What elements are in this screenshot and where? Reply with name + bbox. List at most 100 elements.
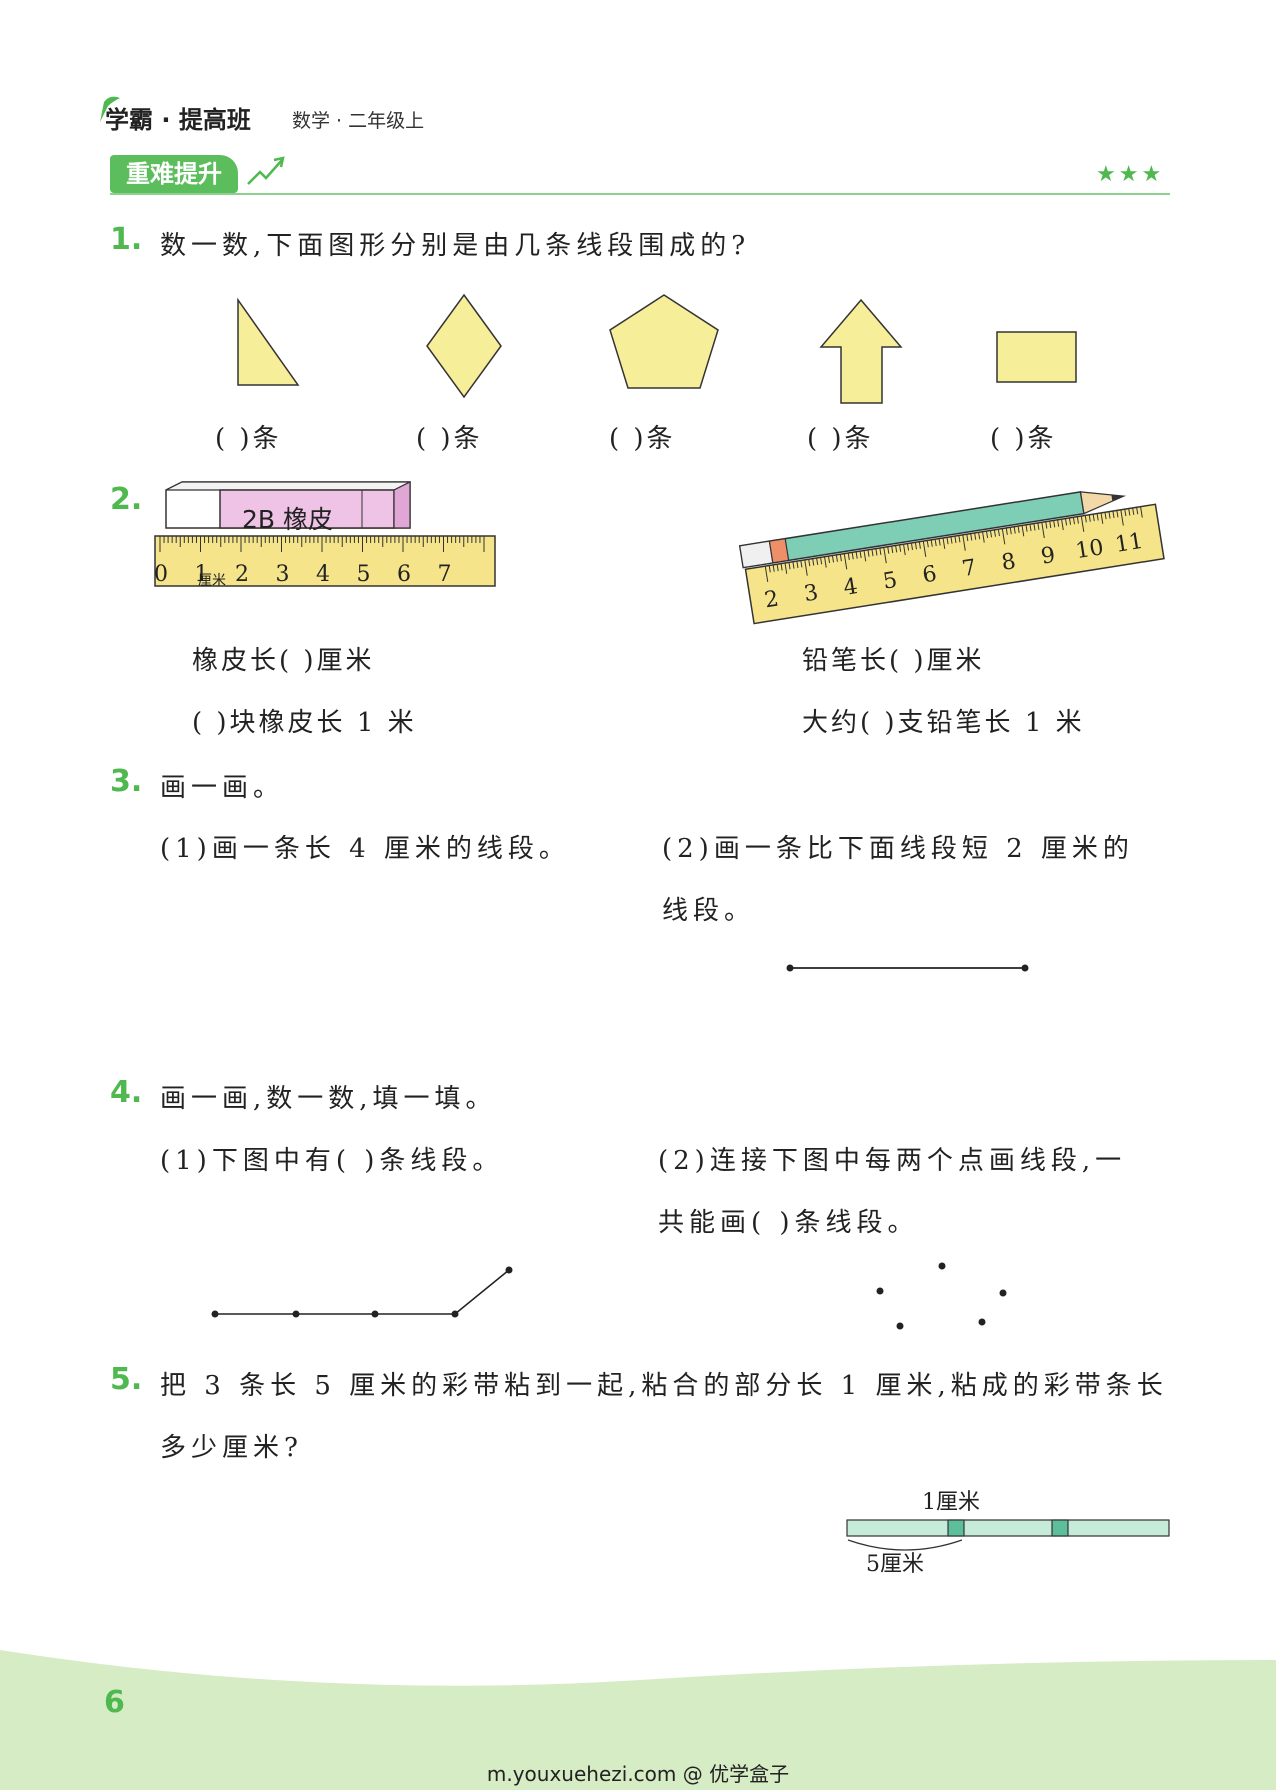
ruler2-tick [1057,519,1060,527]
ruler2-tick [831,555,834,563]
q4-sub2-line1: (2)连接下图中每两个点画线段,一 [658,1146,1127,1176]
ruler2-tick [982,531,985,543]
ruler2-tick [827,556,831,564]
arrow-shape [819,298,903,404]
ruler1-tick-marks [159,536,485,552]
q3-sub2-line1: (2)画一条比下面线段短 2 厘米的 [662,834,1134,864]
ruler2-tick [1088,514,1091,522]
ruler2-tick-label: 11 [1113,528,1145,558]
q3-sub1: (1)画一条长 4 厘米的线段。 [160,834,570,864]
ruler2-tick [978,532,981,540]
ruler2-tick [895,545,898,553]
section-tag: 重难提升 [110,155,238,193]
q1-blank-rhombus[interactable]: ( )条 [416,424,483,454]
q1-blank-triangle[interactable]: ( )条 [215,424,282,454]
ruler2-tick [843,553,848,570]
strip-length-label: 5厘米 [866,1552,924,1577]
ruler2-tick [910,542,914,550]
ruler2-tick [1068,517,1072,525]
ruler2-tick [954,535,957,544]
ruler1-tick-label: 0 [154,562,168,587]
ruler2-tick [914,542,917,550]
ruler1-tick-label: 1 [194,562,209,587]
ruler2-tick [938,538,941,546]
pencil-count-blank[interactable]: 大约( )支铅笔长 1 米 [802,708,1085,738]
ruler2-tick [859,551,862,559]
ruler2-tick [788,562,791,570]
ruler2-tick [847,552,850,560]
q5-line2: 多少厘米? [160,1433,303,1463]
ruler2-tick [764,566,769,582]
q3-number: 3. [110,764,143,799]
ruler1-tick-label: 2 [235,562,249,587]
ruler2-tick [946,537,949,545]
subject-title: 数学 · 二年级上 [292,110,425,132]
ruler2-tick [930,539,933,547]
ruler2-tick [1033,523,1036,531]
q1-blank-pentagon[interactable]: ( )条 [609,424,676,454]
q1-blank-arrow[interactable]: ( )条 [807,424,874,454]
pencil-length-blank[interactable]: 铅笔长( )厘米 [802,646,985,676]
q4-number: 4. [110,1075,143,1110]
ruler2-tick [950,536,953,544]
q4-polyline-figure [211,1266,513,1318]
q1-shapes [237,293,1077,404]
ruler2-tick [1140,506,1143,518]
ruler2-tick [989,530,993,538]
ruler2-tick [824,556,827,568]
ruler2-tick [922,540,927,557]
q3-text: 画一画。 [160,773,285,803]
ruler2-tick [1045,521,1048,529]
ruler2-tick [883,547,887,564]
ruler2-tick [839,554,842,562]
brand-title: 学霸 · 提高班 [105,106,251,134]
ruler2-tick [1100,512,1104,524]
ruler2-tick [985,530,989,539]
ribbon-strip-figure [846,1519,1170,1551]
ruler2-tick [887,546,890,554]
ruler2-tick [1061,519,1064,531]
eraser-label: 2B 橡皮 [242,505,334,534]
rectangle-shape [996,331,1077,383]
ruler2-tick [820,557,823,565]
ruler2-tick-label: 10 [1073,535,1106,565]
ruler2-tick [934,539,937,547]
ruler2-tick [997,529,1000,537]
ruler2-tick [772,564,775,572]
ruler2-tick [792,561,795,569]
rhombus-shape [426,293,502,399]
header-divider [110,193,1170,195]
ruler2-tick [1013,526,1016,534]
q2-number: 2. [110,482,143,517]
ruler2-tick [796,561,799,569]
ruler2-tick [1120,509,1124,526]
q1-blank-rectangle[interactable]: ( )条 [990,424,1057,454]
eraser-length-blank[interactable]: 橡皮长( )厘米 [192,646,375,676]
ruler1-tick-label: 6 [397,562,411,587]
ruler2-tick [867,549,870,557]
ruler2-tick [1084,515,1087,523]
ruler2-tick-marks [764,506,1143,582]
ruler2-tick [1076,516,1079,524]
eraser-count-blank[interactable]: ( )块橡皮长 1 米 [192,708,417,738]
triangle-shape [237,297,300,386]
ruler2-tick [804,559,808,576]
ruler2-tick [1025,524,1028,532]
ruler2-tick [800,560,803,568]
q5-number: 5. [110,1362,143,1397]
ruler2-tick [1124,509,1127,517]
ruler2-tick [808,559,811,567]
page-number: 6 [104,1685,125,1720]
q4-sub2-line2: 共能画( )条线段。 [658,1208,919,1238]
q5-line1: 把 3 条长 5 厘米的彩带粘到一起,粘合的部分长 1 厘米,粘成的彩带条长 [160,1371,1168,1401]
ruler2-tick [1132,507,1135,515]
ruler2-tick [1021,525,1025,537]
ruler2-tick [776,564,779,572]
ruler2-tick [1128,508,1131,516]
ruler2-tick [926,540,929,548]
ruler1-tick-label: 3 [275,562,290,587]
q4-text: 画一画,数一数,填一填。 [160,1084,497,1114]
ruler2-tick [875,548,878,556]
ruler2-tick [863,550,867,562]
ruler2-tick [1005,527,1008,535]
